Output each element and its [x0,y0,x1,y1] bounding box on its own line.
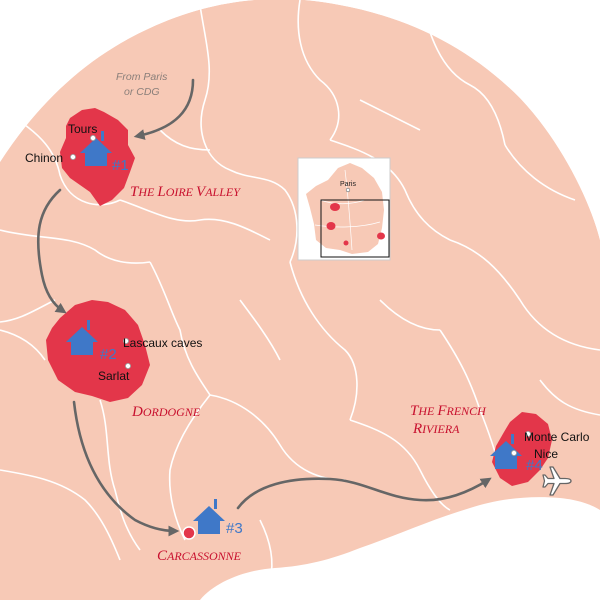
route-arrow-origin [133,78,195,140]
dordogne-region [46,300,150,402]
city-label-tours: Tours [68,122,97,136]
region-label-riviera-line-2: RIVIERA [412,421,460,437]
inset-loire [330,203,340,211]
region-label-dordogne: DORDOGNE [131,404,201,420]
city-dot-chinon [70,153,77,160]
city-label-lascaux: Lascaux caves [123,336,202,350]
route-arrow-2 [72,400,180,537]
inset-riviera [377,232,385,240]
inset-viewport-box [320,199,390,258]
city-label-nice: Nice [534,447,558,461]
carcassonne-marker [182,526,196,540]
origin-note-line-2: or CDG [124,86,160,98]
city-dot-sarlat [125,362,132,369]
city-dot-lascaux [123,337,130,344]
inset-paris-dot [345,187,351,193]
stop-number-3: #3 [226,520,243,537]
region-label-carcassonne: CARCASSONNE [157,548,242,564]
stop-number-1: #1 [112,157,129,174]
city-dot-nice [510,449,517,456]
highlighted-regions [46,108,552,486]
department-borders [0,0,600,580]
route-arrow-3 [236,477,492,510]
inset-dordogne [326,222,336,230]
city-label-chinon: Chinon [25,151,63,165]
map-frame [0,0,600,240]
stop-number-2: #2 [100,346,117,363]
inset-label-paris: Paris [340,181,356,188]
region-label-loire-valley: THE LOIRE VALLEY [130,184,241,200]
route-arrow-1 [36,188,67,314]
airplane-icon [542,466,572,496]
route [36,78,492,537]
inset-map: Paris [297,157,391,261]
inset-carcassonne [343,240,349,246]
city-label-monte-carlo: Monte Carlo [524,430,590,444]
stop-number-4: #4 [526,457,543,474]
city-dot-tours [90,134,97,141]
city-label-sarlat: Sarlat [98,369,130,383]
mediterranean-sea [200,497,600,600]
city-dot-monte-carlo [525,430,532,437]
inset-france-outline [306,163,384,254]
origin-note-line-1: From Paris [116,71,168,83]
region-label-riviera-line-1: THE FRENCH [410,403,487,419]
